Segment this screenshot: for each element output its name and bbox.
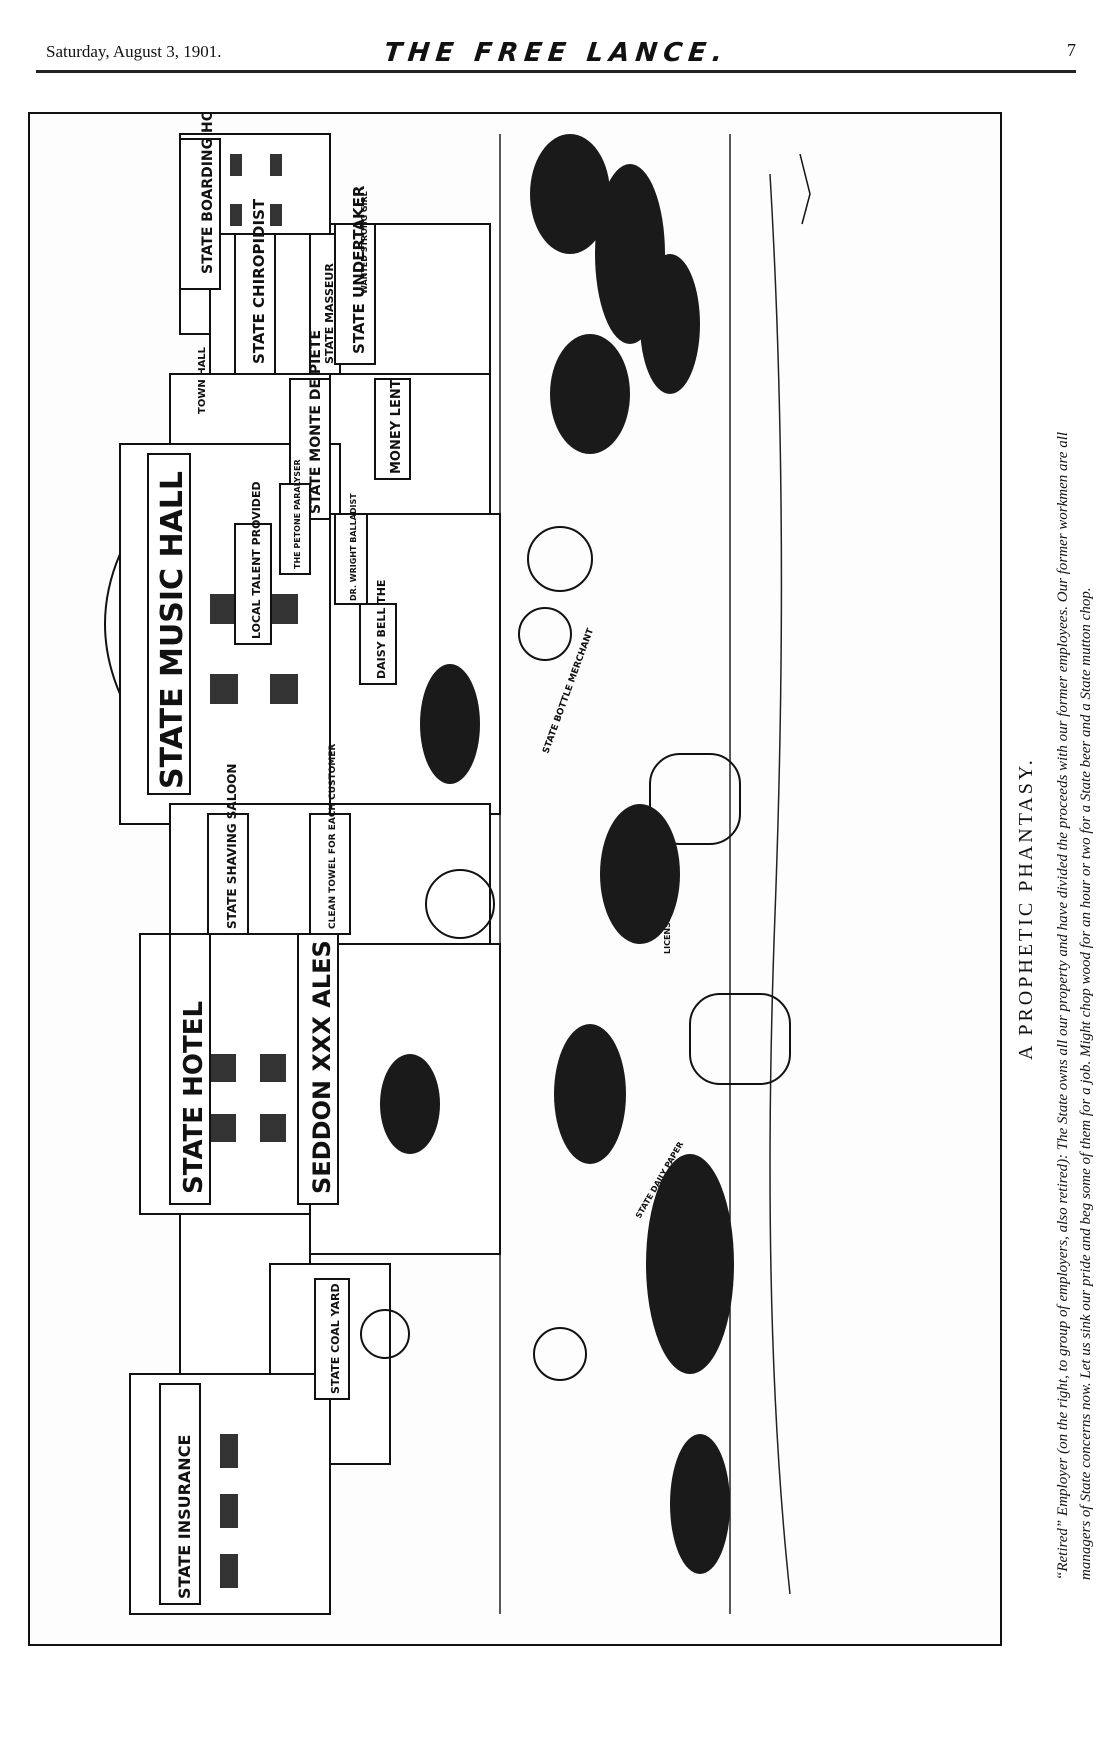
sign-ales: SEDDON XXX ALES	[308, 940, 336, 1194]
sign-chiropodist: STATE CHIROPIDIST	[250, 198, 268, 364]
sign-monte: STATE MONTE DE PIETE	[308, 330, 324, 514]
cartoon-illustration: STATE BOARDING HOUSE STATE CHIROPIDIST S…	[28, 112, 1002, 1646]
cartoon-drawing: STATE BOARDING HOUSE STATE CHIROPIDIST S…	[104, 114, 811, 1615]
sign-talent: LOCAL TALENT PROVIDED	[250, 481, 263, 639]
issue-date: Saturday, August 3, 1901.	[46, 42, 222, 61]
sign-wanted: WANTED STRONG GIRL	[360, 191, 369, 294]
sign-insurance: STATE INSURANCE	[175, 1435, 194, 1599]
sign-boarding: STATE BOARDING HOUSE	[200, 114, 216, 274]
sign-townhall: TOWN HALL	[197, 346, 208, 414]
sign-coalyard: STATE COAL YARD	[329, 1283, 342, 1394]
cartoon-title: A PROPHETIC PHANTASY.	[1015, 757, 1037, 1060]
caption-line-1: “Retired” Employer (on the right, to gro…	[1055, 431, 1071, 1580]
page-number: 7	[1067, 40, 1076, 60]
sign-hotel: STATE HOTEL	[179, 1001, 209, 1194]
sign-petone: THE PETONE PARALYSER	[293, 459, 302, 569]
sign-wright: DR. WRIGHT BALLADIST	[349, 493, 358, 601]
sign-money: MONEY LENT	[389, 379, 404, 474]
sign-towel: CLEAN TOWEL FOR EACH CUSTOMER	[328, 744, 338, 929]
sign-musichall: STATE MUSIC HALL	[155, 471, 190, 789]
sign-shaving: STATE SHAVING SALOON	[225, 764, 239, 929]
header-rule	[36, 70, 1076, 73]
sign-daisy: DAISY BELL THE	[375, 580, 388, 679]
newspaper-title: THE FREE LANCE.	[382, 38, 730, 68]
caption-line-2: managers of State concerns now. Let us s…	[1078, 587, 1094, 1580]
masthead: Saturday, August 3, 1901. THE FREE LANCE…	[36, 38, 1076, 68]
sign-masseur: STATE MASSEUR	[323, 263, 336, 364]
sign-undertaker: STATE UNDERTAKER	[350, 185, 368, 354]
